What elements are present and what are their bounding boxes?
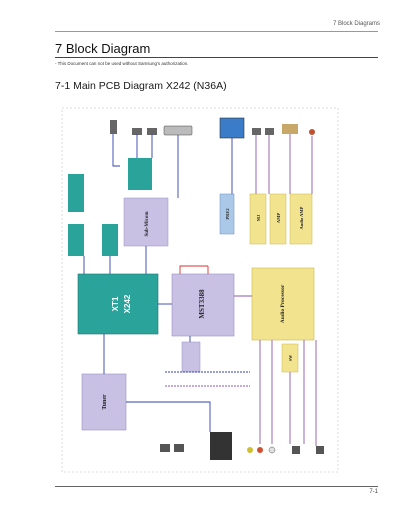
- audio-processor-label: Audio Processor: [280, 284, 286, 323]
- amp-label: AMP: [276, 213, 281, 223]
- running-header: 7 Block Diagrams: [332, 21, 380, 27]
- section-title: 7-1 Main PCB Diagram X242 (N36A): [55, 80, 227, 92]
- block-dram-b: [102, 224, 118, 256]
- sub-micom-label: Sub-Micom: [145, 211, 150, 237]
- block-mj: [249, 193, 267, 245]
- jack-icon: [132, 128, 142, 135]
- page-number: 7-1: [369, 489, 378, 495]
- audio-amp-label: Audio AMP: [299, 206, 304, 229]
- block-xt1: [77, 273, 159, 335]
- chapter-title: 7 Block Diagram: [55, 41, 151, 56]
- block-video-sw: [181, 341, 201, 373]
- block-pre2: [219, 193, 235, 235]
- footer-rule: [55, 486, 378, 487]
- header-rule: [55, 31, 378, 32]
- connector-row: [110, 117, 315, 139]
- mj-label: MJ: [256, 214, 261, 221]
- rca-icon: [309, 129, 315, 135]
- xt1-label: XT1: [111, 296, 120, 311]
- jack-icon: [265, 128, 274, 135]
- block-audio-processor: [251, 267, 315, 341]
- jack-icon: [252, 128, 261, 135]
- mst3388-label: MST3388: [198, 289, 206, 319]
- signal-lines: [83, 134, 317, 446]
- chapter-rule: [55, 57, 378, 58]
- block-amp: [269, 193, 287, 245]
- block-diagram: Sub-Micom PRE2 MJ AMP Audio AMP XT1 X242…: [61, 107, 339, 473]
- vga-connector-icon: [163, 125, 193, 136]
- block-sub-micom: [123, 197, 169, 247]
- connector-icon: [110, 120, 117, 134]
- block-tuner: [81, 373, 127, 431]
- tuner-label: Tuner: [102, 394, 108, 410]
- block-mst3388: [171, 273, 235, 337]
- bottom-connectors: [160, 432, 324, 460]
- pre2-label: PRE2: [225, 208, 230, 220]
- scart-icon: [282, 124, 298, 134]
- monitor-icon: [219, 117, 245, 139]
- block-dram-a: [68, 224, 84, 256]
- block-flash: [68, 174, 84, 212]
- x242-label: X242: [123, 294, 132, 313]
- authorization-notice: - This Document can not be used without …: [55, 61, 189, 66]
- board-outline: [61, 107, 339, 473]
- jack-icon: [147, 128, 157, 135]
- block-audio-amp: [289, 193, 313, 245]
- block-eeprom: [128, 158, 152, 190]
- audio-sw-label: SW: [288, 355, 293, 361]
